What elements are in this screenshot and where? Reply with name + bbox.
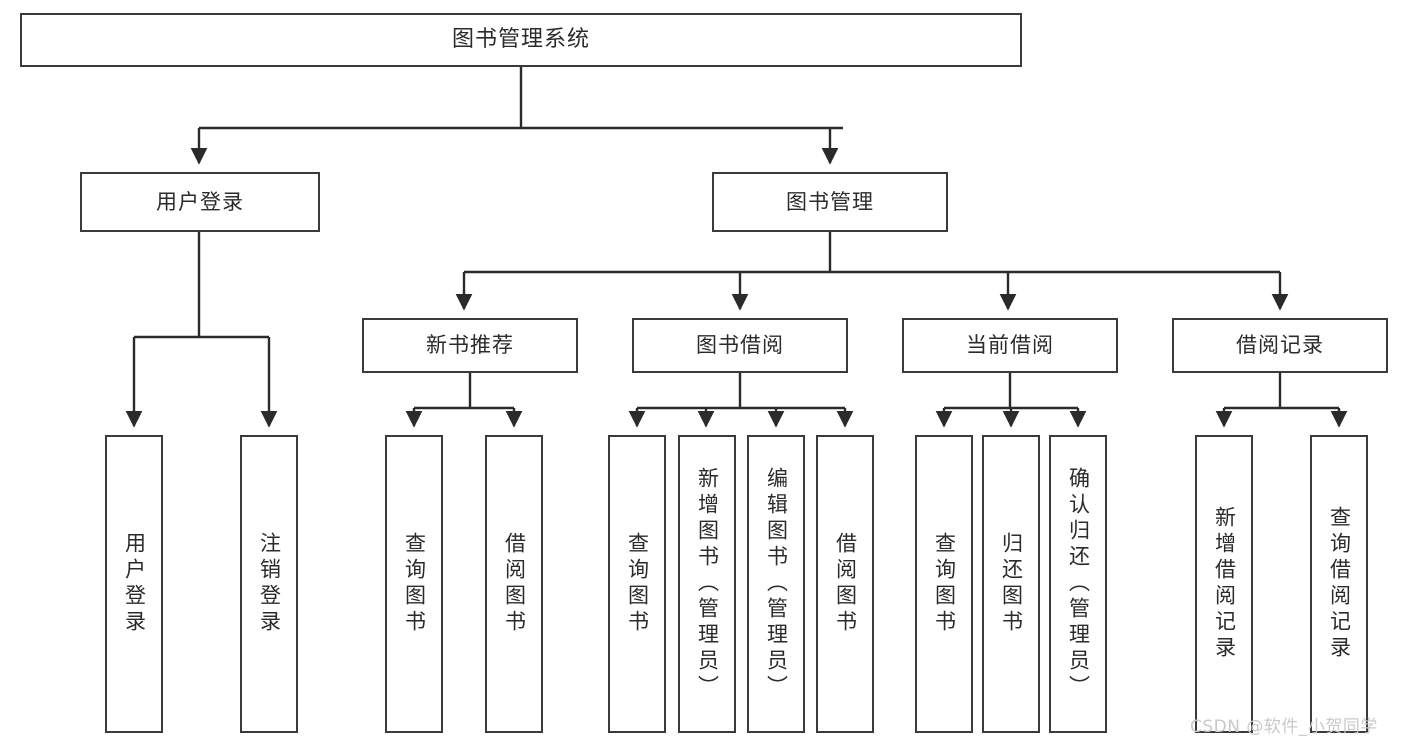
node-current-borrow[interactable]: 当前借阅: [902, 318, 1118, 373]
node-label: 编辑图书（管理员）: [764, 467, 789, 701]
leaf-query-book-current[interactable]: 查询图书: [915, 435, 973, 733]
leaf-logout-login[interactable]: 注销登录: [240, 435, 298, 733]
leaf-query-book-borrow[interactable]: 查询图书: [608, 435, 666, 733]
leaf-user-login[interactable]: 用户登录: [105, 435, 163, 733]
node-label: 查询图书: [625, 532, 650, 636]
node-label: 借阅记录: [1236, 333, 1324, 358]
leaf-return-book[interactable]: 归还图书: [982, 435, 1040, 733]
node-label: 借阅图书: [502, 532, 527, 636]
node-label: 新书推荐: [426, 333, 514, 358]
leaf-query-borrow-record[interactable]: 查询借阅记录: [1310, 435, 1368, 733]
node-label: 新增借阅记录: [1212, 506, 1237, 662]
node-label: 注销登录: [257, 532, 282, 636]
node-label: 图书借阅: [696, 333, 784, 358]
node-label: 用户登录: [156, 189, 244, 214]
node-label: 查询图书: [932, 532, 957, 636]
leaf-edit-book-admin[interactable]: 编辑图书（管理员）: [747, 435, 805, 733]
leaf-add-borrow-record[interactable]: 新增借阅记录: [1195, 435, 1253, 733]
node-root-book-management-system[interactable]: 图书管理系统: [20, 13, 1022, 67]
leaf-borrow-book[interactable]: 借阅图书: [816, 435, 874, 733]
node-label: 用户登录: [122, 532, 147, 636]
node-book-borrow[interactable]: 图书借阅: [632, 318, 848, 373]
node-label: 图书管理系统: [451, 27, 590, 53]
node-label: 查询图书: [402, 532, 427, 636]
leaf-query-book-recommend[interactable]: 查询图书: [385, 435, 443, 733]
node-label: 图书管理: [786, 189, 874, 214]
node-borrow-record[interactable]: 借阅记录: [1172, 318, 1388, 373]
node-label: 当前借阅: [966, 333, 1054, 358]
node-book-management[interactable]: 图书管理: [712, 172, 948, 232]
csdn-watermark: CSDN @软件_小贺同学: [1190, 717, 1378, 737]
node-user-login[interactable]: 用户登录: [80, 172, 320, 232]
node-label: 归还图书: [999, 532, 1024, 636]
node-label: 确认归还（管理员）: [1066, 467, 1091, 701]
leaf-borrow-book-recommend[interactable]: 借阅图书: [485, 435, 543, 733]
node-label: 查询借阅记录: [1327, 506, 1352, 662]
node-label: 借阅图书: [833, 532, 858, 636]
node-label: 新增图书（管理员）: [695, 467, 720, 701]
node-new-book-recommend[interactable]: 新书推荐: [362, 318, 578, 373]
leaf-confirm-return-admin[interactable]: 确认归还（管理员）: [1049, 435, 1107, 733]
leaf-add-book-admin[interactable]: 新增图书（管理员）: [678, 435, 736, 733]
